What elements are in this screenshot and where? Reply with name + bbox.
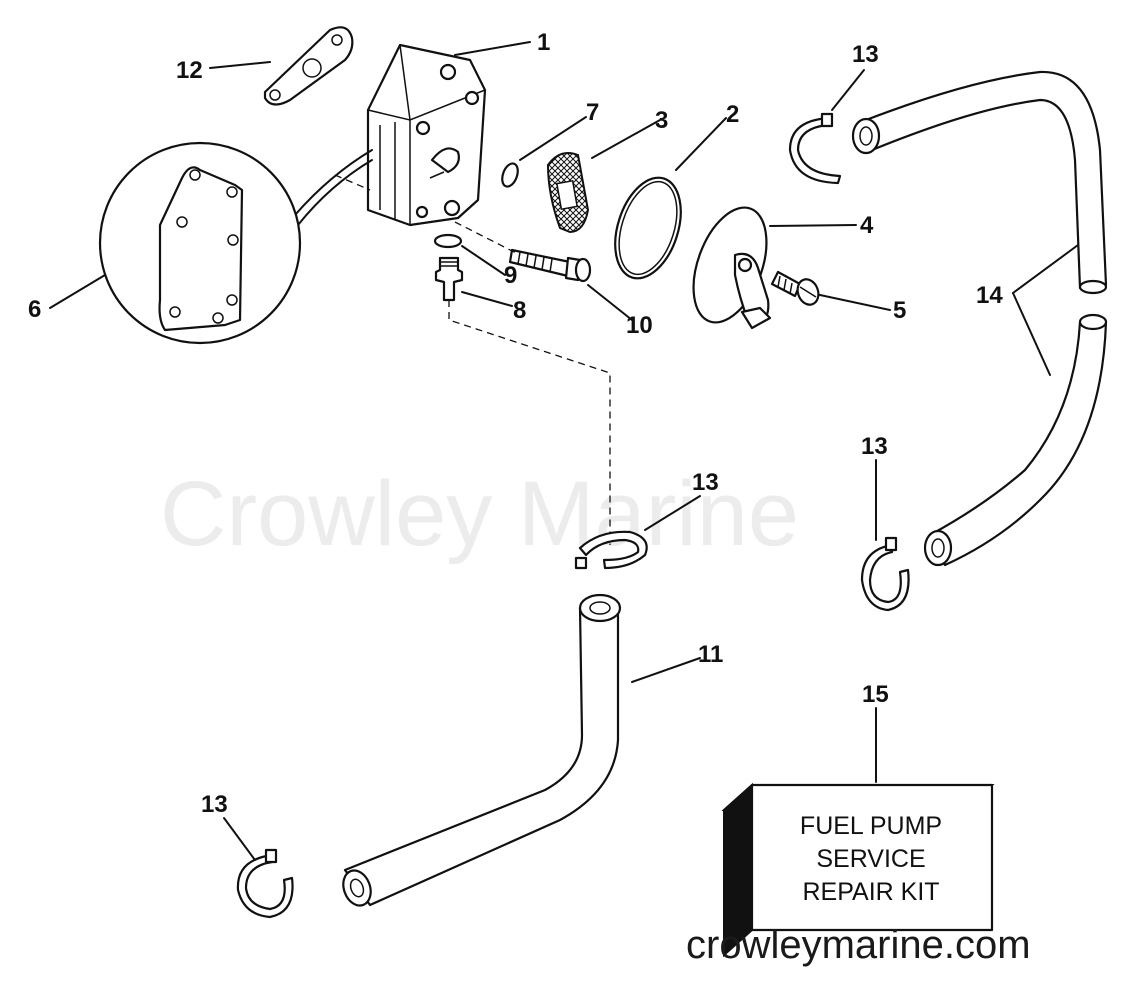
callout-13-bottom: 13: [201, 791, 228, 818]
callout-3: 3: [655, 107, 668, 134]
callout-12: 12: [176, 57, 203, 84]
callout-6: 6: [28, 296, 41, 323]
part-7-o-ring: [501, 162, 519, 188]
part-13-clamp-top: [788, 112, 842, 185]
callout-15: 15: [862, 681, 889, 708]
part-3-filter-screen: [546, 152, 590, 234]
part-4-diaphragm-cover: [692, 206, 772, 330]
part-8-fitting: [434, 256, 464, 302]
part-14-lower-hose: [923, 313, 1108, 567]
alignment-line-pump-to-screw: [454, 221, 521, 256]
part-13-clamp-middle: [574, 530, 648, 570]
leader-lines: [49, 41, 1079, 861]
callout-10: 10: [626, 312, 653, 339]
part-14-upper-hose: [851, 70, 1108, 295]
callout-9: 9: [504, 262, 517, 289]
watermark-url: crowleymarine.com: [686, 923, 1031, 967]
part-13-clamp-bottom: [236, 848, 294, 919]
part-12-gasket-plate: [263, 26, 354, 106]
callout-13-top: 13: [852, 41, 879, 68]
callout-8: 8: [513, 297, 526, 324]
alignment-line-gasket: [334, 174, 371, 191]
callout-7: 7: [586, 99, 599, 126]
kit-label-line3: REPAIR KIT: [802, 878, 939, 906]
part-13-clamp-right: [860, 536, 910, 612]
kit-label-line1: FUEL PUMP: [800, 812, 942, 840]
callout-13-right: 13: [861, 433, 888, 460]
callout-11: 11: [698, 641, 723, 668]
part-1-fuel-pump-body: [294, 43, 487, 227]
callout-5: 5: [893, 297, 906, 324]
callout-13-middle: 13: [692, 469, 719, 496]
callout-4: 4: [860, 212, 874, 239]
part-2-large-o-ring: [614, 176, 682, 280]
part-10-long-screw: [508, 248, 592, 283]
part-11-lower-hose: [342, 593, 622, 907]
part-9-washer: [433, 233, 463, 249]
part-6-gasket-detail: [98, 141, 302, 345]
watermark-brand: Crowley Marine: [160, 463, 799, 565]
callout-14: 14: [976, 282, 1003, 309]
callout-2: 2: [726, 101, 739, 128]
kit-label-line2: SERVICE: [816, 845, 925, 873]
part-15-repair-kit-box: FUEL PUMP SERVICE REPAIR KIT: [721, 782, 995, 958]
part-5-screw: [770, 270, 820, 306]
callout-1: 1: [537, 29, 550, 56]
